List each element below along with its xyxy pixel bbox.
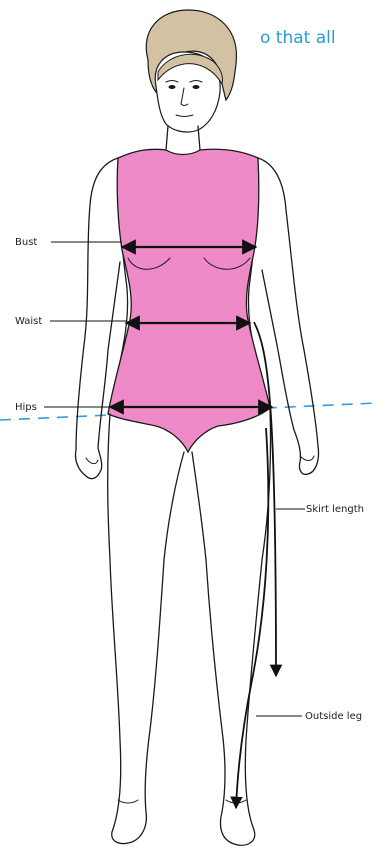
outside-leg-label: Outside leg bbox=[305, 711, 362, 722]
outside-leg-arrow bbox=[236, 428, 268, 808]
bust-label: Bust bbox=[15, 237, 37, 248]
waist-label: Waist bbox=[15, 316, 42, 327]
figure bbox=[75, 10, 318, 845]
hips-label: Hips bbox=[15, 402, 37, 413]
header-text: o that all bbox=[260, 28, 336, 48]
skirt-length-label: Skirt length bbox=[306, 504, 364, 515]
